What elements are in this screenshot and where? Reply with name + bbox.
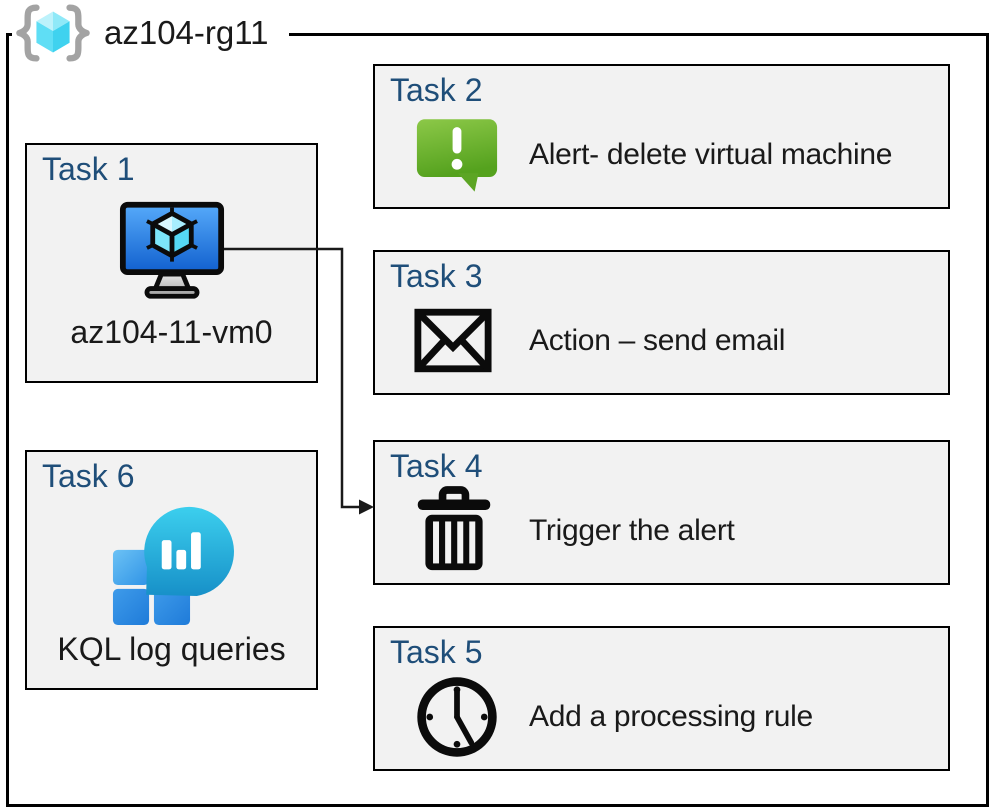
task-3-content: Action – send email [375, 286, 948, 395]
task-5-label: Add a processing rule [529, 699, 813, 733]
task-2-title: Task 2 [390, 72, 483, 108]
email-icon [414, 308, 492, 373]
alert-icon [416, 119, 498, 192]
task-4-icon-cell [413, 485, 507, 576]
task-5-content: Add a processing rule [375, 662, 948, 771]
task-box-6: Task 6 [25, 450, 318, 690]
task-box-2: Task 2 Alert- delete virtual machine [373, 64, 950, 209]
task-1-content: az104-11-vm0 [27, 145, 316, 436]
task-2-label: Alert- delete virtual machine [529, 137, 893, 171]
task-3-label: Action – send email [529, 323, 786, 357]
task-1-label: az104-11-vm0 [70, 314, 273, 350]
task-6-title: Task 6 [42, 458, 135, 494]
task-4-label: Trigger the alert [529, 513, 735, 547]
task-3-icon-cell [413, 307, 507, 374]
task-1-title: Task 1 [42, 151, 135, 187]
task-4-content: Trigger the alert [375, 476, 948, 585]
trash-icon [417, 485, 491, 570]
task-6-label: KQL log queries [57, 631, 286, 667]
task-2-icon-cell [413, 112, 507, 197]
task-2-content: Alert- delete virtual machine [375, 100, 948, 209]
resource-group-boundary [6, 33, 989, 807]
task-box-5: Task 5 Add a processing rule [373, 626, 950, 771]
resource-group-header: az104-rg11 [12, 2, 289, 64]
virtual-machine-icon [119, 201, 224, 299]
task-6-content: KQL log queries [27, 452, 316, 740]
task-box-3: Task 3 Action – send email [373, 250, 950, 395]
task-4-title: Task 4 [390, 448, 483, 484]
task-5-title: Task 5 [390, 634, 483, 670]
task-3-title: Task 3 [390, 258, 483, 294]
resource-group-title: az104-rg11 [104, 14, 269, 51]
task-box-4: Task 4 Trigger the alert [373, 440, 950, 585]
log-analytics-icon [112, 506, 234, 625]
task-box-1: Task 1 [25, 143, 318, 383]
resource-group-icon [16, 4, 90, 62]
clock-icon [417, 676, 497, 757]
task-5-icon-cell [413, 673, 507, 761]
